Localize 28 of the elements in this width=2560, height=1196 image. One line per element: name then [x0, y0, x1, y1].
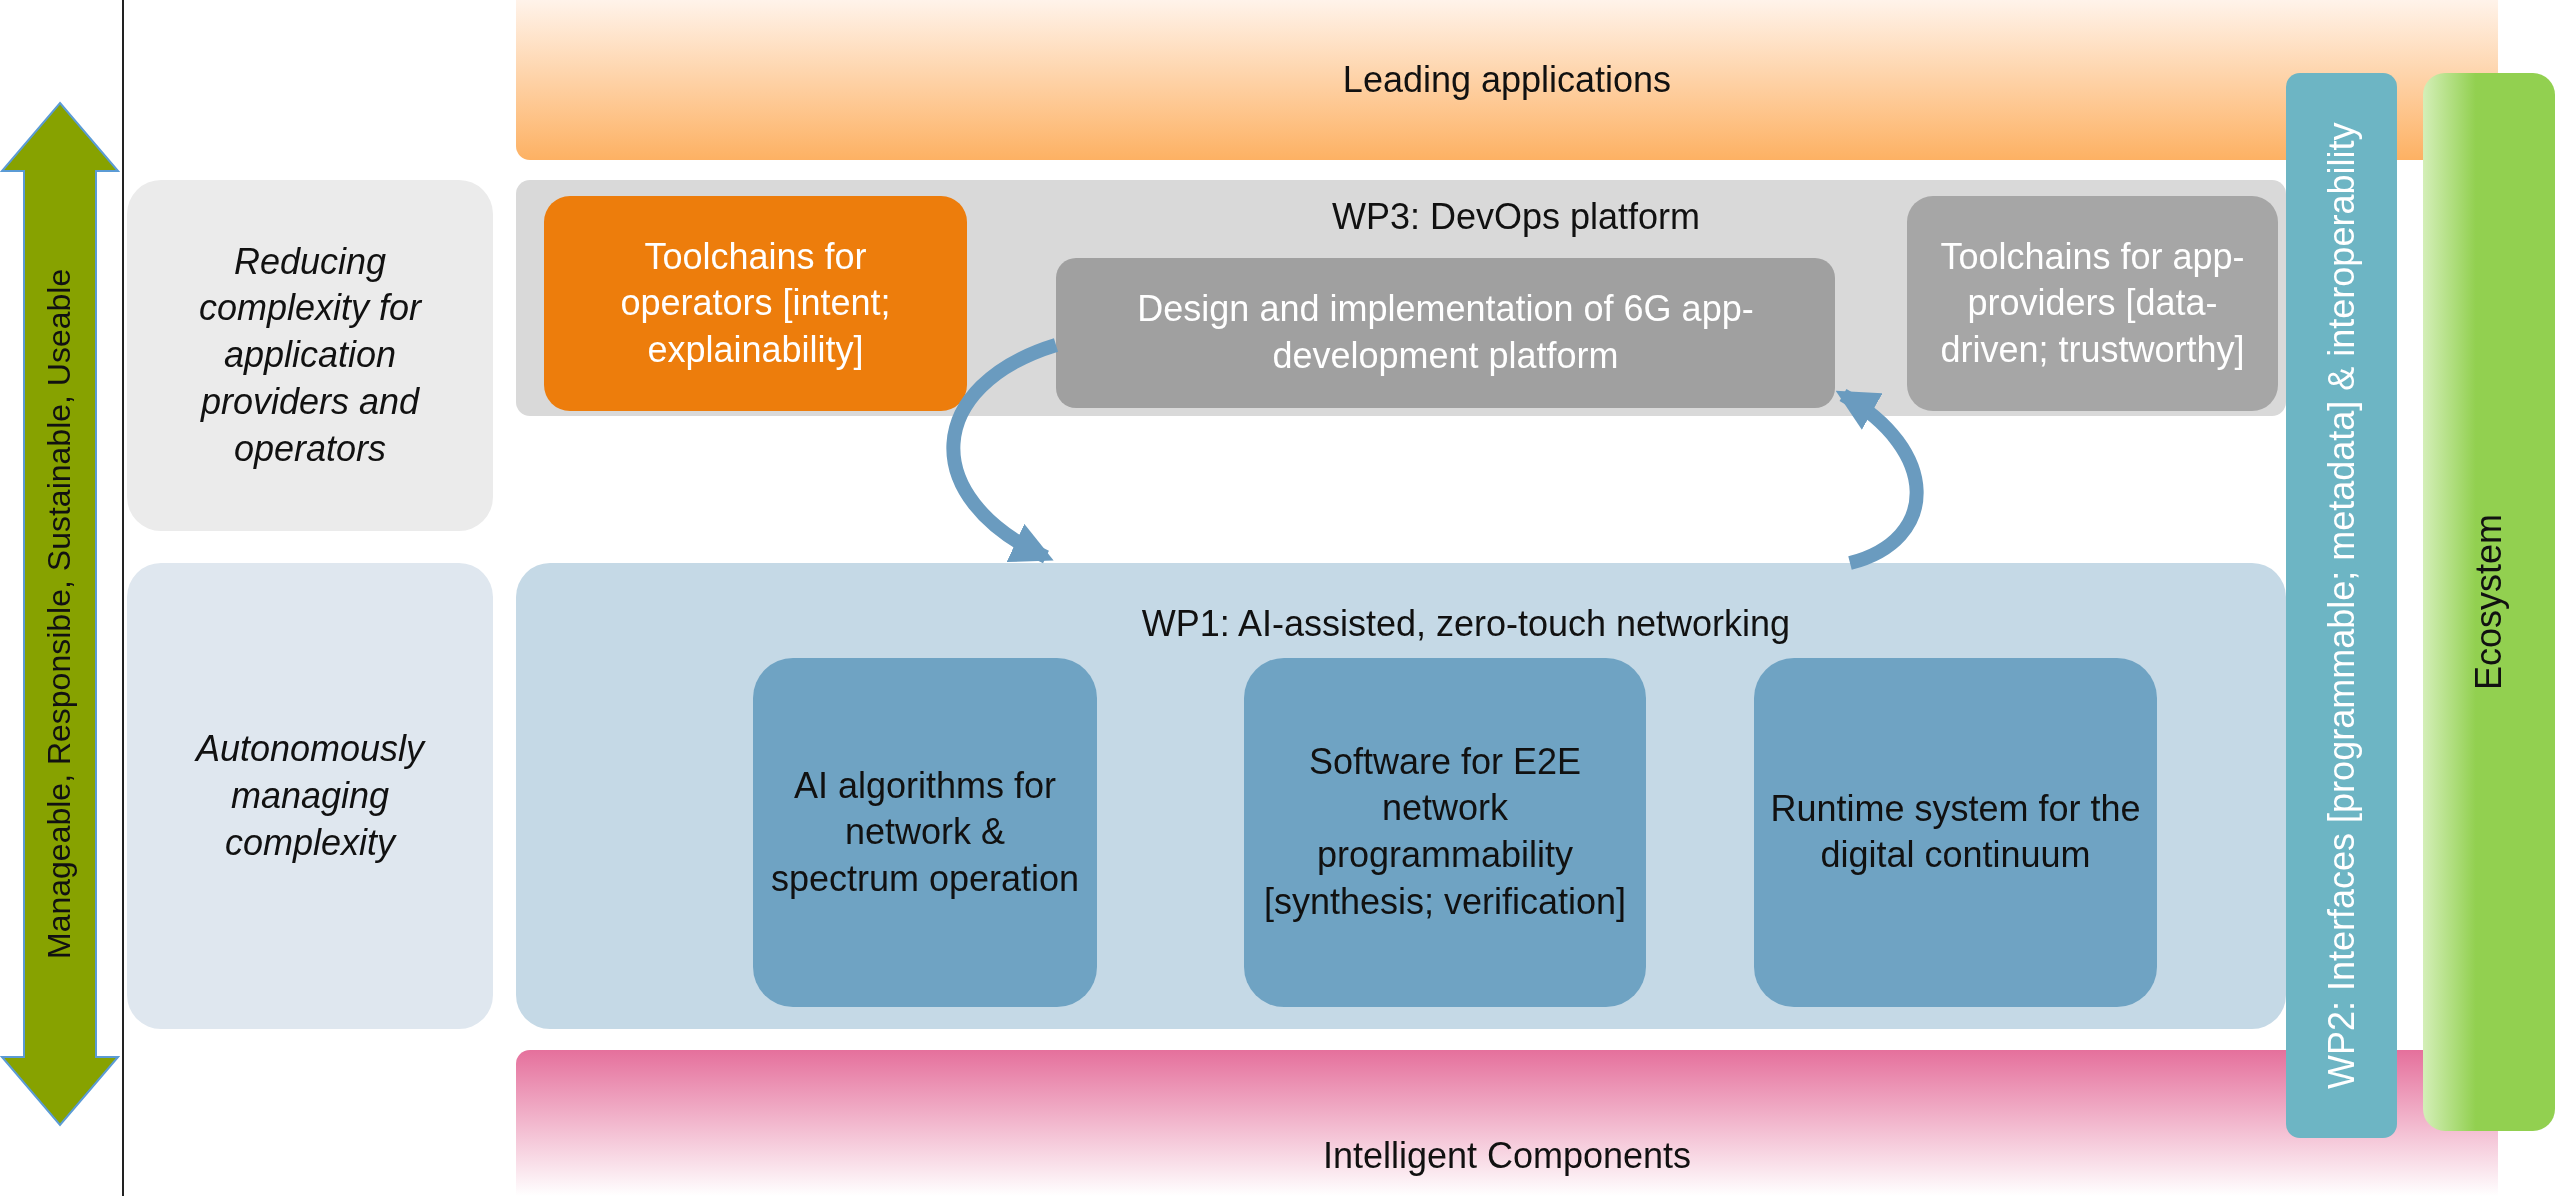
- process-box: [1056, 258, 1835, 408]
- process-box: [544, 196, 967, 411]
- arrow-text: Manageable, Responsible, Sustainable, Useable: [40, 267, 79, 962]
- curved-arrow: [946, 338, 1059, 564]
- box-text: Toolchains for app-providers [data-driven; trustworthy]: [1939, 234, 2246, 372]
- panel-text: Autonomously managing complexity: [193, 726, 427, 865]
- process-box: [753, 658, 1097, 1007]
- box-text: Toolchains for operators [intent; explainability]: [619, 234, 892, 372]
- column-text: WP2: Interfaces [programmable; metadata] & interoperability: [2319, 121, 2363, 1091]
- box-text: AI algorithms for network & spectrum operation: [769, 763, 1081, 901]
- ecosystem-column: [2423, 73, 2555, 1131]
- band-title: WP1: AI-assisted, zero-touch networking: [1140, 602, 1792, 646]
- platform-band: [516, 180, 2286, 416]
- box-text: Software for E2E network programmability [synthesis; verification]: [1262, 739, 1628, 925]
- side-panel: [127, 563, 493, 1029]
- band-title: Leading applications: [1341, 57, 1673, 102]
- band-title: WP3: DevOps platform: [1330, 195, 1702, 239]
- interface-column: [2286, 73, 2397, 1138]
- column-text: Ecosystem: [2466, 513, 2510, 693]
- process-box: [1244, 658, 1646, 1007]
- process-box: [1754, 658, 2157, 1007]
- band-title: Intelligent Components: [1321, 1134, 1693, 1179]
- panel-text: Reducing complexity for application providers and operators: [197, 239, 423, 471]
- box-text: Runtime system for the digital continuum: [1769, 786, 2142, 878]
- process-box: [1907, 196, 2278, 411]
- networking-band: [516, 563, 2286, 1029]
- curved-arrow: [1835, 389, 1924, 570]
- box-text: Design and implementation of 6G app-development platform: [1136, 287, 1755, 378]
